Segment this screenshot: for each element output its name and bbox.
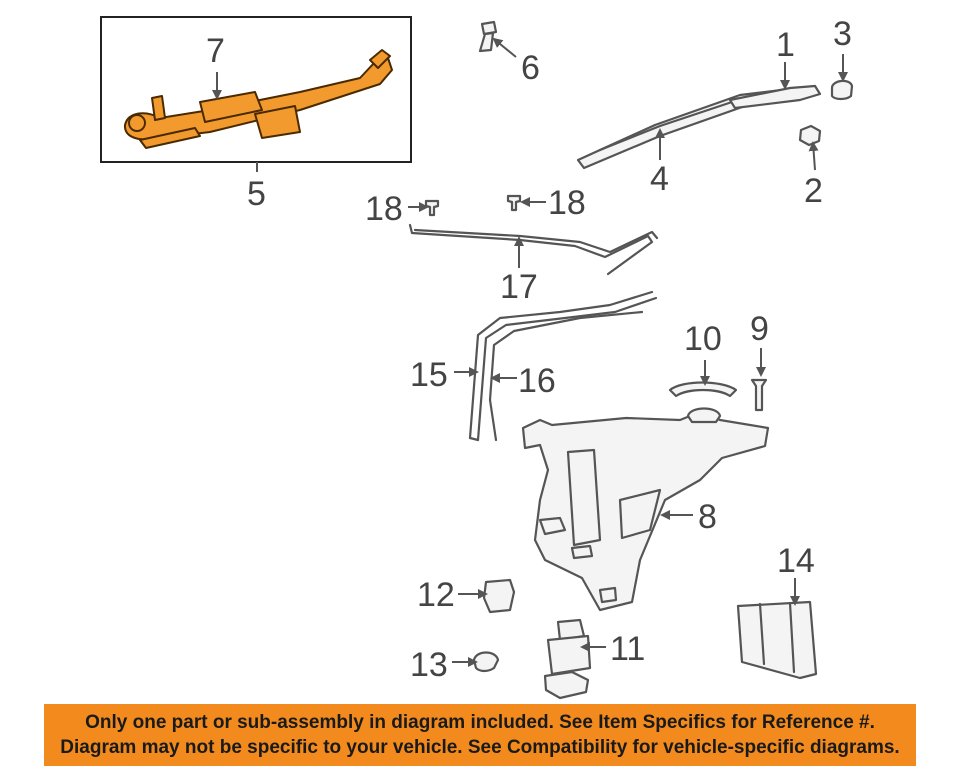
washer-reservoir-part-8[interactable] — [521, 407, 770, 612]
module-part-14[interactable] — [736, 600, 818, 680]
callout-15: 15 — [410, 356, 448, 394]
callout-14: 14 — [777, 542, 815, 580]
callout-1: 1 — [776, 26, 795, 64]
bolt-part-6[interactable] — [478, 20, 498, 53]
nut-part-2[interactable] — [798, 124, 822, 147]
seal-part-10[interactable] — [668, 381, 738, 398]
disclaimer-banner: Only one part or sub-assembly in diagram… — [44, 704, 916, 766]
callout-17: 17 — [500, 268, 538, 306]
callout-10: 10 — [684, 320, 722, 358]
washer-hose-part-17[interactable] — [408, 223, 654, 276]
clip-part-18-right[interactable] — [506, 194, 522, 212]
washer-hoses-part-15-16[interactable] — [468, 290, 658, 442]
cap-part-3[interactable] — [830, 79, 854, 101]
callout-18-left: 18 — [365, 190, 403, 228]
callout-13: 13 — [410, 646, 448, 684]
clip-part-18-left[interactable] — [424, 199, 440, 217]
washer-pump-part-11[interactable] — [543, 618, 592, 700]
callout-4: 4 — [650, 160, 669, 198]
callout-8: 8 — [698, 498, 717, 536]
wiper-arm-part-1[interactable] — [728, 84, 822, 110]
callout-9: 9 — [750, 310, 769, 348]
callout-7: 7 — [206, 32, 225, 70]
callout-11: 11 — [610, 630, 645, 668]
callout-5: 5 — [247, 175, 266, 213]
callout-6: 6 — [521, 49, 540, 87]
callout-2: 2 — [804, 172, 823, 210]
pin-part-9[interactable] — [750, 378, 768, 412]
grommet-part-12[interactable] — [482, 578, 516, 614]
disclaimer-line-1: Only one part or sub-assembly in diagram… — [85, 712, 875, 733]
disclaimer-line-2: Diagram may not be specific to your vehi… — [60, 737, 900, 758]
grommet-part-13[interactable] — [472, 651, 500, 673]
callout-3: 3 — [833, 15, 852, 53]
callout-16: 16 — [518, 362, 556, 400]
callout-12: 12 — [417, 576, 455, 614]
callout-18-right: 18 — [548, 184, 586, 222]
